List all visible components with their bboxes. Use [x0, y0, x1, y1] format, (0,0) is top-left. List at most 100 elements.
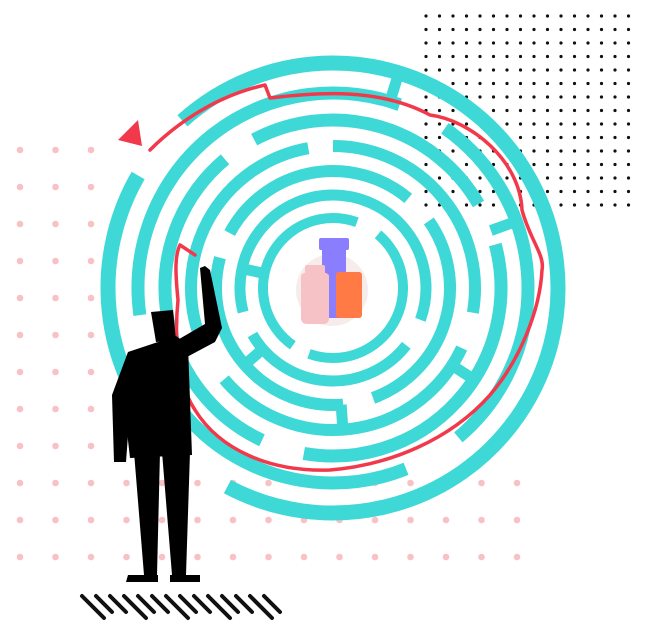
- pink-dot: [158, 553, 166, 561]
- black-dot: [586, 135, 590, 140]
- floor-stripe: [192, 594, 212, 614]
- black-dot: [586, 14, 590, 18]
- black-dot: [626, 95, 631, 99]
- pink-dot: [265, 553, 272, 561]
- pink-dot: [87, 331, 95, 339]
- black-dot: [572, 176, 577, 180]
- black-dot: [478, 54, 482, 59]
- maze-ring-segment: [251, 113, 485, 208]
- black-dot: [451, 27, 455, 32]
- black-dot: [491, 108, 496, 113]
- pink-dot: [87, 405, 95, 413]
- black-dot: [437, 14, 442, 18]
- black-dot: [505, 108, 509, 113]
- black-dot: [586, 41, 590, 45]
- black-dot: [559, 135, 563, 140]
- black-dot: [464, 122, 469, 126]
- pink-dot: [52, 183, 59, 191]
- black-dot: [626, 135, 631, 140]
- black-dot: [491, 95, 496, 99]
- black-dot: [613, 14, 617, 18]
- black-dot: [586, 81, 590, 86]
- black-dot: [437, 176, 442, 180]
- black-dot: [545, 162, 550, 167]
- black-dot: [491, 41, 496, 45]
- pink-dot: [371, 553, 379, 561]
- black-dot: [545, 122, 550, 126]
- black-dot: [505, 14, 509, 18]
- pink-dot: [513, 516, 521, 524]
- circular-maze: [100, 55, 566, 521]
- black-dot: [572, 122, 577, 126]
- pink-dot: [87, 368, 95, 376]
- black-dot: [599, 162, 604, 167]
- pink-dot: [16, 368, 24, 376]
- black-dot: [491, 203, 496, 207]
- black-dot: [491, 68, 496, 72]
- black-dot: [532, 95, 536, 99]
- pink-dot: [87, 442, 95, 450]
- floor-stripe: [178, 594, 198, 614]
- pink-dot: [371, 516, 379, 524]
- black-dot: [559, 14, 563, 18]
- black-dot: [599, 95, 604, 99]
- black-dot: [545, 189, 550, 194]
- pink-dot: [87, 516, 95, 524]
- black-dot: [545, 81, 550, 86]
- person-silhouette: [112, 266, 222, 582]
- black-dot: [437, 135, 442, 140]
- black-dot: [518, 27, 523, 32]
- black-dot: [518, 135, 523, 140]
- black-dot: [626, 108, 631, 113]
- black-dot: [572, 41, 577, 45]
- black-dot: [613, 81, 617, 86]
- black-dot: [613, 27, 617, 32]
- black-dot: [586, 54, 590, 59]
- black-dot: [518, 122, 523, 126]
- pink-dot: [229, 516, 237, 524]
- black-dot: [626, 189, 631, 194]
- pink-dot: [300, 553, 308, 561]
- floor-stripe: [80, 594, 106, 620]
- maze-ring-segment: [224, 165, 413, 236]
- black-dot: [613, 41, 617, 45]
- black-dot: [586, 189, 590, 194]
- maze-ring-segment: [247, 331, 411, 387]
- black-dot: [626, 68, 631, 72]
- black-dot: [451, 54, 455, 59]
- black-dot: [586, 203, 590, 207]
- black-dot: [586, 149, 590, 153]
- black-dot: [451, 14, 455, 18]
- black-dot: [437, 54, 442, 59]
- black-dot: [559, 81, 563, 86]
- black-dot: [599, 203, 604, 207]
- black-dot: [424, 14, 428, 18]
- pink-dot: [407, 516, 414, 524]
- maze-ring-segment: [158, 154, 265, 447]
- black-dot: [545, 54, 550, 59]
- pink-dot: [52, 553, 59, 561]
- pink-dot: [16, 220, 24, 228]
- pink-dot: [478, 479, 485, 487]
- black-dot: [505, 27, 509, 32]
- black-dot: [532, 81, 536, 86]
- black-dot: [626, 149, 631, 153]
- pink-dot: [123, 479, 130, 487]
- black-dot: [505, 95, 509, 99]
- black-dot: [599, 149, 604, 153]
- black-dot: [626, 41, 631, 45]
- pink-dot: [442, 516, 450, 524]
- black-dot: [559, 176, 563, 180]
- black-dot: [505, 176, 509, 180]
- pink-dot: [52, 331, 59, 339]
- black-dot: [613, 176, 617, 180]
- pink-dot: [52, 257, 59, 265]
- black-dot: [478, 81, 482, 86]
- black-dot: [586, 162, 590, 167]
- black-dot: [437, 122, 442, 126]
- black-dot: [626, 14, 631, 18]
- black-dot: [626, 122, 631, 126]
- black-dot: [572, 135, 577, 140]
- black-dot: [599, 14, 604, 18]
